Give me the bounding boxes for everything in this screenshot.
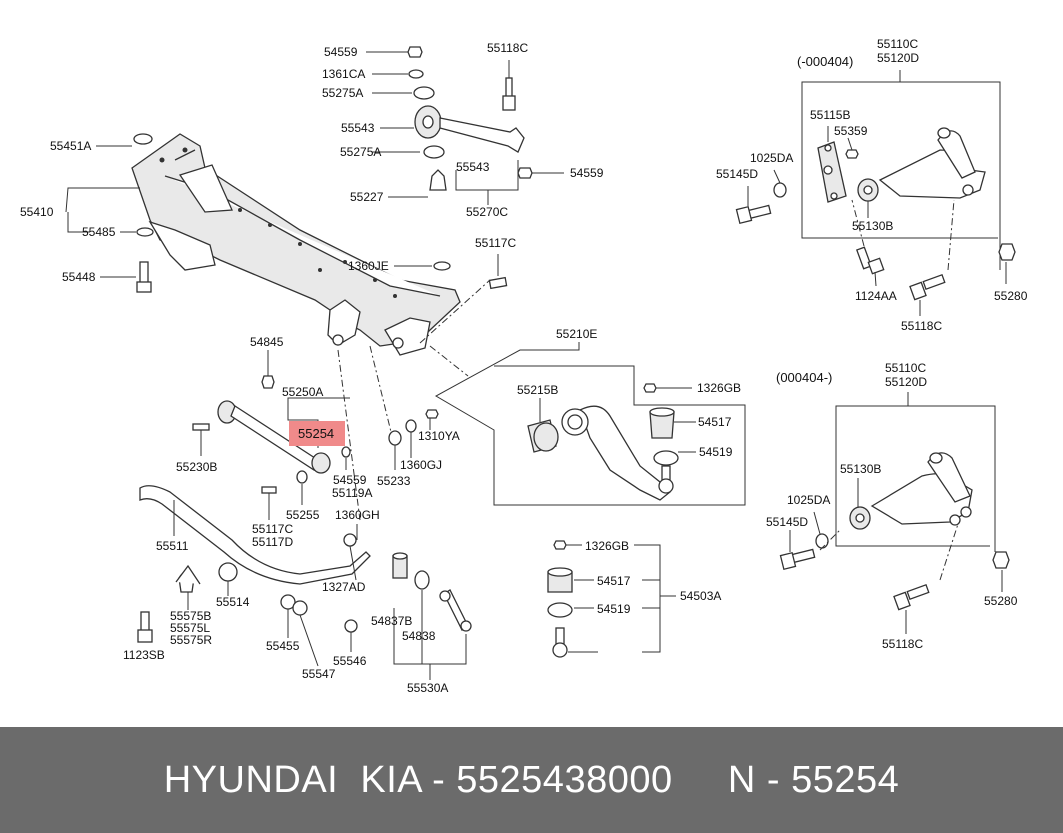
part-number-banner: HYUNDAI KIA - 5525438000 N - 55254 [0, 727, 1063, 833]
label-55543: 55543 [456, 160, 490, 174]
exploded-parts-diagram: 54559 1361CA 55275A 55543 55275A 55227 5… [20, 37, 1028, 695]
label-54517: 54517 [597, 574, 631, 588]
label-55115B: 55115B [810, 108, 850, 122]
label-55455: 55455 [266, 639, 300, 653]
label-1361CA: 1361CA [322, 67, 365, 81]
label-55575B: 55575B [170, 609, 211, 623]
label-55547: 55547 [302, 667, 336, 681]
label-54559: 54559 [333, 473, 367, 487]
label-1025DA: 1025DA [750, 151, 793, 165]
label-1360JE: 1360JE [348, 259, 389, 273]
part-number-text: HYUNDAI KIA - 5525438000 N - 55254 [163, 758, 900, 801]
label-55275A: 55275A [322, 86, 363, 100]
label-54559: 54559 [570, 166, 604, 180]
label-55233: 55233 [377, 474, 411, 488]
rear-crossmember [65, 133, 508, 377]
label-55511: 55511 [156, 539, 189, 553]
label-55485: 55485 [82, 225, 116, 239]
label-55110C: 55110C [877, 37, 918, 51]
label-54559: 54559 [324, 45, 358, 59]
label-55130B: 55130B [840, 462, 881, 476]
label-54519: 54519 [597, 602, 631, 616]
label-54845: 54845 [250, 335, 284, 349]
label-55546: 55546 [333, 654, 367, 668]
label-55254: 55254 [298, 426, 334, 441]
label-55117C: 55117C [252, 522, 293, 536]
label-55250A: 55250A [282, 385, 323, 399]
lower-lateral-link [192, 349, 361, 521]
label-54838: 54838 [402, 629, 436, 643]
label-55275A: 55275A [340, 145, 381, 159]
upper-arm-assembly-early [735, 70, 1016, 316]
label-55410: 55410 [20, 205, 54, 219]
label-54517: 54517 [698, 415, 732, 429]
label-range-early: (-000404) [797, 54, 853, 69]
control-arm-box-55210E [434, 342, 746, 506]
label-55280: 55280 [984, 594, 1018, 608]
upper-arm-assembly-late [779, 392, 1010, 634]
label-54519: 54519 [699, 445, 733, 459]
label-54837B: 54837B [371, 614, 412, 628]
label-55145D: 55145D [766, 515, 808, 529]
label-55210E: 55210E [556, 327, 597, 341]
label-55120D: 55120D [885, 375, 927, 389]
label-55117D: 55117D [252, 535, 293, 549]
label-55575R: 55575R [170, 633, 212, 647]
label-55448: 55448 [62, 270, 96, 284]
ball-joint-kit-54503A [547, 540, 676, 658]
highlight-box-55254 [289, 421, 345, 446]
label-55118C: 55118C [487, 41, 528, 55]
label-55451A: 55451A [50, 139, 91, 153]
label-55130B: 55130B [852, 219, 893, 233]
label-55117C: 55117C [475, 236, 516, 250]
label-55227: 55227 [350, 190, 384, 204]
label-55230B: 55230B [176, 460, 217, 474]
label-range-late: (000404-) [776, 370, 832, 385]
upper-link-assembly [366, 46, 564, 205]
label-55575L: 55575L [170, 621, 210, 635]
callout-labels: 54559 1361CA 55275A 55543 55275A 55227 5… [20, 37, 1028, 695]
label-55215B: 55215B [517, 383, 558, 397]
label-55543: 55543 [341, 121, 375, 135]
label-55359: 55359 [834, 124, 868, 138]
label-55145D: 55145D [716, 167, 758, 181]
label-1025DA: 1025DA [787, 493, 830, 507]
label-55119A: 55119A [332, 486, 372, 500]
label-54503A: 54503A [680, 589, 721, 603]
label-55514: 55514 [216, 595, 250, 609]
label-55118C: 55118C [901, 319, 942, 333]
label-1310YA: 1310YA [418, 429, 460, 443]
label-1326GB: 1326GB [697, 381, 741, 395]
label-1327AD: 1327AD [322, 580, 366, 594]
label-1123SB: 1123SB [123, 648, 165, 662]
label-55280: 55280 [994, 289, 1028, 303]
label-1360GH: 1360GH [335, 508, 380, 522]
label-55255: 55255 [286, 508, 320, 522]
label-55270C: 55270C [466, 205, 508, 219]
label-55118C: 55118C [882, 637, 923, 651]
washer-bolt-group [369, 345, 439, 470]
stabilizer-bar-assembly [137, 485, 371, 667]
label-1124AA: 1124AA [855, 289, 897, 303]
label-55120D: 55120D [877, 51, 919, 65]
stabilizer-link-assembly [392, 552, 472, 680]
label-1360GJ: 1360GJ [400, 458, 442, 472]
label-55110C: 55110C [885, 361, 926, 375]
label-55530A: 55530A [407, 681, 448, 695]
label-1326GB: 1326GB [585, 539, 629, 553]
